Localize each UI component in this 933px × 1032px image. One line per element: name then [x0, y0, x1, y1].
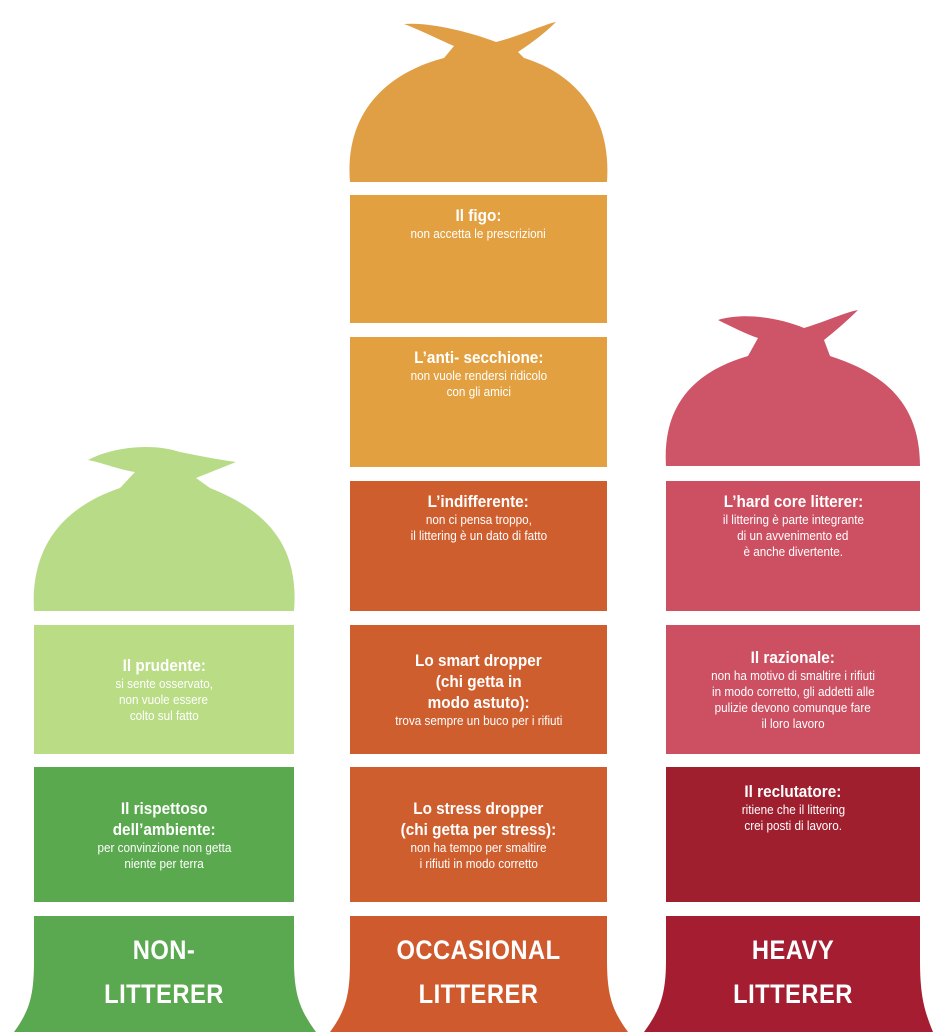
label-line: OCCASIONAL [396, 935, 561, 965]
segment-il-figo: Il figo: non accetta le prescrizioni [350, 195, 607, 323]
segment-il-rispettoso: Il rispettoso dell’ambiente: per convinz… [34, 767, 294, 902]
segment-text-line: non accetta le prescrizioni [410, 226, 547, 241]
segment-text-line: di un avvenimento ed [737, 528, 849, 543]
non-litterer-bag-top [33, 446, 295, 611]
heavy-litterer-bag-base [644, 916, 933, 1032]
segment-text-line: i rifiuti in modo corretto [419, 855, 538, 871]
segment-text-line: colto sul fatto [129, 708, 199, 723]
segment-text-line: non ha tempo per smaltire [410, 839, 547, 855]
segment-title: Lo smart dropper [415, 651, 542, 670]
occasional-bag-base [330, 916, 628, 1032]
segment-text-line: niente per terra [124, 855, 204, 871]
segment-text-line: è anche divertente. [743, 544, 843, 559]
segment-title: Lo stress dropper [413, 798, 544, 818]
segment-title: L’indifferente: [427, 492, 530, 511]
segment-text-line: non ha motivo di smaltire i rifiuti [711, 668, 875, 683]
segment-text-line: per convinzione non getta [96, 839, 231, 855]
segment-title: Il figo: [455, 206, 502, 225]
label-line: LITTERER [418, 979, 539, 1009]
segment-text-line: non vuole rendersi ridicolo [410, 368, 547, 383]
label-line: LITTERER [733, 979, 853, 1009]
segment-text-line: crei posti di lavoro. [744, 818, 842, 833]
segment-text-line: in modo corretto, gli addetti alle [711, 684, 875, 699]
segment-il-reclutatore: Il reclutatore: ritiene che il littering… [666, 767, 920, 902]
occasional-bag-top [349, 22, 608, 182]
segment-text-line: con gli amici [446, 384, 511, 399]
segment-text-line: non vuole essere [119, 692, 209, 707]
occasional-litterer-label: OCCASIONAL LITTERER [365, 928, 591, 1016]
segment-text-line: ritiene che il littering [741, 802, 845, 817]
segment-text-line: il loro lavoro [761, 716, 825, 731]
label-line: NON- [132, 935, 196, 965]
label-line: HEAVY [751, 935, 835, 965]
segment-il-razionale: Il razionale: non ha motivo di smaltire … [666, 625, 920, 754]
segment-title: Il reclutatore: [744, 782, 842, 801]
segment-text-line: pulizie devono comunque fare [714, 700, 872, 715]
segment-smart-dropper: Lo smart dropper (chi getta in modo astu… [350, 625, 607, 754]
label-line: LITTERER [104, 979, 224, 1009]
segment-title: modo astuto): [427, 693, 530, 712]
segment-hard-core-litterer: L’hard core litterer: il littering è par… [666, 481, 920, 611]
segment-title: Il prudente: [122, 656, 206, 675]
segment-text-line: si sente osservato, [115, 676, 213, 691]
heavy-litterer-label: HEAVY LITTERER [681, 928, 905, 1016]
segment-title: (chi getta in [435, 672, 522, 691]
segment-title: Il rispettoso [120, 798, 208, 818]
segment-stress-dropper: Lo stress dropper (chi getta per stress)… [350, 767, 607, 902]
segment-title: dell’ambiente: [112, 819, 216, 839]
segment-anti-secchione: L’anti- secchione: non vuole rendersi ri… [350, 337, 607, 467]
segment-title: (chi getta per stress): [400, 819, 557, 839]
segment-title: L’anti- secchione: [413, 348, 544, 367]
segment-il-prudente: Il prudente: si sente osservato, non vuo… [34, 625, 294, 754]
segment-text-line: il littering è un dato di fatto [410, 528, 547, 543]
segment-title: L’hard core litterer: [723, 492, 863, 511]
segment-indifferente: L’indifferente: non ci pensa troppo, il … [350, 481, 607, 611]
heavy-litterer-bag-top [665, 310, 920, 466]
segment-title: Il razionale: [750, 648, 836, 667]
segment-text-line: non ci pensa troppo, [425, 512, 532, 527]
non-litterer-label: NON- LITTERER [50, 928, 279, 1016]
segment-text-line: trova sempre un buco per i rifiuti [394, 713, 563, 728]
segment-text-line: il littering è parte integrante [722, 512, 864, 527]
non-litterer-bag-base [14, 916, 316, 1032]
